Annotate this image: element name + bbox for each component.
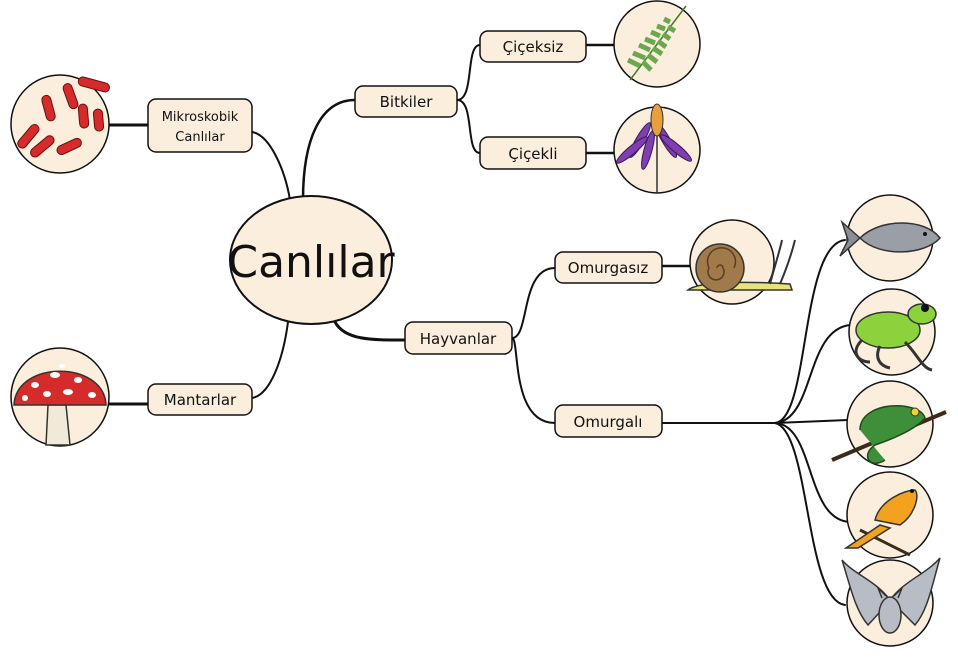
node-ciceksiz: Çiçeksiz <box>479 30 587 63</box>
fish-icon <box>839 194 941 282</box>
center-label: Canlılar <box>227 237 395 288</box>
node-cicekli: Çiçekli <box>479 136 587 170</box>
mushroom-icon <box>10 347 110 447</box>
omurgasiz-label: Omurgasız <box>568 259 649 277</box>
bitkiler-label: Bitkiler <box>380 93 434 111</box>
ciceksiz-label: Çiçeksiz <box>503 38 564 56</box>
bat-icon <box>841 557 941 647</box>
node-mantarlar: Mantarlar <box>147 383 253 416</box>
bird-icon <box>843 471 934 559</box>
mantarlar-label: Mantarlar <box>164 391 237 409</box>
cicekli-label: Çiçekli <box>508 145 557 163</box>
bacteria-icon <box>10 74 110 174</box>
node-hayvanlar: Hayvanlar <box>404 321 513 355</box>
node-bitkiler: Bitkiler <box>354 85 458 118</box>
hayvanlar-label: Hayvanlar <box>420 330 497 348</box>
frog-icon <box>848 288 937 376</box>
node-omurgasiz: Omurgasız <box>554 251 663 284</box>
center-node: Canlılar <box>227 195 396 325</box>
flower-icon <box>613 103 701 194</box>
fern-icon <box>613 0 701 88</box>
connectors <box>108 43 851 606</box>
chameleon-icon <box>831 380 947 468</box>
node-omurgali: Omurgalı <box>554 404 663 438</box>
snail-icon <box>685 219 796 305</box>
mikroskobik-label-2: Canlılar <box>175 130 225 145</box>
node-mikroskobik: Mikroskobik Canlılar <box>147 98 253 153</box>
omurgali-label: Omurgalı <box>574 413 643 431</box>
mikroskobik-label-1: Mikroskobik <box>162 110 239 125</box>
